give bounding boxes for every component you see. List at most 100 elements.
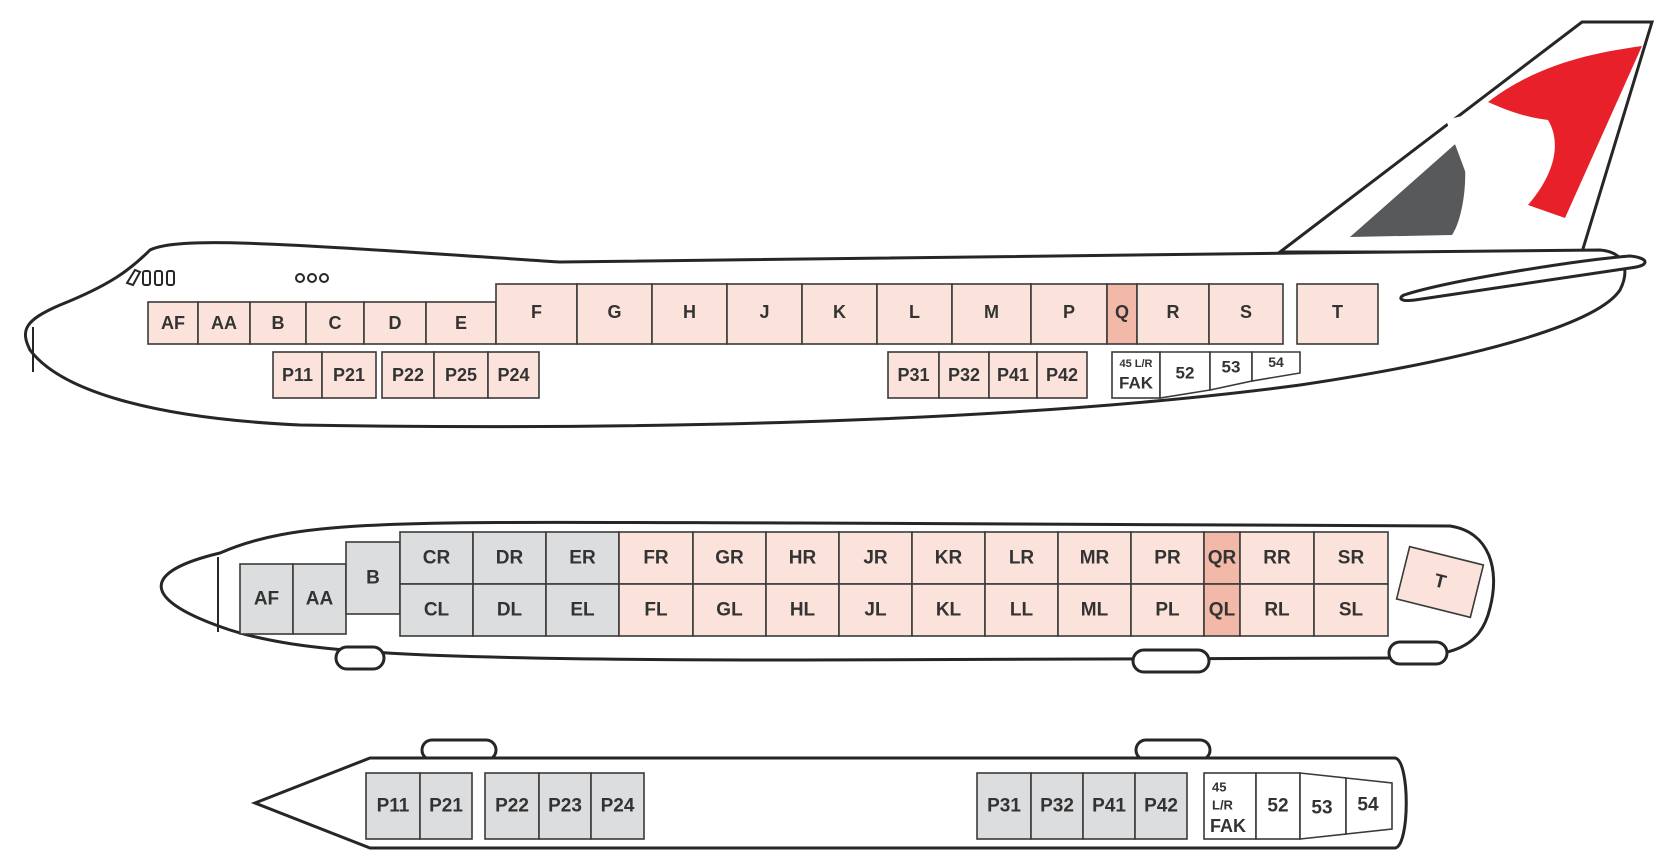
plan-position-KR-label: KR <box>935 548 963 569</box>
plan-position-ER-label: ER <box>569 548 596 569</box>
side-position-AF-label: AF <box>161 313 185 333</box>
upper-deck-windows <box>295 273 329 283</box>
side-position-AF <box>147 301 199 345</box>
side-lower-P32-label: P32 <box>948 365 980 385</box>
side-lower-P24-label: P24 <box>497 365 529 385</box>
plan-position-QL-label: QL <box>1209 600 1236 621</box>
lower-position-P31-label: P31 <box>987 796 1021 817</box>
lower-bulk-area: 45 L/R FAK 52 53 54 <box>1203 772 1393 840</box>
side-position-G-label: G <box>607 302 621 322</box>
side-lower-P22-label: P22 <box>392 365 424 385</box>
side-position-H-label: H <box>683 302 696 322</box>
lower-position-P41 <box>1082 772 1136 840</box>
plan-position-DR-label: DR <box>496 548 524 569</box>
tail-logo-red <box>1488 46 1642 218</box>
plan-position-DL <box>472 583 547 637</box>
main-door-aft <box>1387 640 1449 666</box>
plan-position-RL <box>1239 583 1315 637</box>
plan-position-KL-label: KL <box>936 600 962 621</box>
plan-position-RR-label: RR <box>1263 548 1291 569</box>
position-T-plan-label: T <box>1432 570 1449 593</box>
lower-position-P31 <box>976 772 1032 840</box>
plan-position-RL-label: RL <box>1264 600 1290 621</box>
lower-position-P22-label: P22 <box>495 796 529 817</box>
lower-position-P23-label: P23 <box>548 796 582 817</box>
position-T-plan <box>1395 545 1485 619</box>
bulk-label-52: 52 <box>1176 364 1195 383</box>
plan-position-B <box>345 541 401 615</box>
side-position-J-label: J <box>759 302 769 322</box>
plan-position-AA-label: AA <box>306 589 334 610</box>
plan-position-CL <box>399 583 474 637</box>
lower-position-P11-label: P11 <box>377 796 410 817</box>
side-position-Q <box>1106 283 1138 345</box>
side-position-C <box>305 301 365 345</box>
lower-position-P32-label: P32 <box>1040 796 1074 817</box>
plan-position-AF <box>239 563 294 635</box>
lower-position-P32 <box>1030 772 1084 840</box>
side-lower-P11 <box>272 351 323 399</box>
plan-position-PL-label: PL <box>1155 600 1180 621</box>
lower-bulk-fak-box <box>1203 772 1257 840</box>
plan-position-FR-label: FR <box>643 548 669 569</box>
side-lower-P41-label: P41 <box>997 365 1029 385</box>
plan-position-KR <box>911 531 986 585</box>
plan-position-ML-label: ML <box>1081 600 1109 621</box>
plan-position-KL <box>911 583 986 637</box>
lower-position-P21 <box>419 772 473 840</box>
tail-logo-white-mark <box>1446 115 1542 234</box>
lower-bulk-label-53: 53 <box>1311 798 1332 819</box>
plan-position-FL-label: FL <box>644 600 668 621</box>
plan-position-GR-label: GR <box>715 548 744 569</box>
bulk-lr-label: 45 L/R <box>1119 358 1152 370</box>
lower-position-P41-label: P41 <box>1092 796 1126 817</box>
plan-position-LL-label: LL <box>1010 600 1034 621</box>
plan-position-LR-label: LR <box>1009 548 1035 569</box>
side-position-P-label: P <box>1063 302 1075 322</box>
bulk-label-54: 54 <box>1268 354 1284 370</box>
plan-position-SL-label: SL <box>1339 600 1364 621</box>
main-deck-tail-position: T <box>1395 545 1485 619</box>
tail-logo-grey <box>1350 138 1466 237</box>
main-door-mid <box>1131 648 1211 674</box>
side-position-T <box>1296 283 1379 345</box>
plan-position-CL-label: CL <box>424 600 450 621</box>
plan-position-PR <box>1130 531 1205 585</box>
side-position-S-label: S <box>1240 302 1252 322</box>
side-position-M-label: M <box>984 302 999 322</box>
main-door-fwd <box>334 645 386 671</box>
side-position-J <box>726 283 803 345</box>
lower-bulk-label-52: 52 <box>1267 796 1288 817</box>
plan-position-HR-label: HR <box>789 548 817 569</box>
lower-position-P42-label: P42 <box>1144 796 1178 817</box>
side-position-R-label: R <box>1167 302 1180 322</box>
plan-position-SR-label: SR <box>1338 548 1365 569</box>
lower-bulk-line3: FAK <box>1210 816 1246 836</box>
side-lower-P21 <box>321 351 377 399</box>
side-lower-P22 <box>381 351 435 399</box>
plan-position-ML <box>1057 583 1132 637</box>
plan-position-PR-label: PR <box>1154 548 1181 569</box>
plan-position-GR <box>692 531 767 585</box>
side-lower-P25-label: P25 <box>445 365 477 385</box>
lower-bulk-line2: L/R <box>1212 798 1234 813</box>
side-position-E-label: E <box>455 313 467 333</box>
lower-position-P11 <box>365 772 421 840</box>
plan-position-DR <box>472 531 547 585</box>
plan-position-EL-label: EL <box>570 600 595 621</box>
plan-position-AF-label: AF <box>254 589 279 610</box>
plan-position-SR <box>1313 531 1389 585</box>
lower-bulk-54 <box>1345 777 1393 835</box>
plan-position-QR-label: QR <box>1208 548 1237 569</box>
side-position-L-label: L <box>909 302 920 322</box>
side-position-M <box>951 283 1032 345</box>
plan-position-CR-label: CR <box>423 548 451 569</box>
side-bulk-area: 45 L/R FAK 52 53 54 <box>1111 351 1301 399</box>
side-position-B-label: B <box>272 313 285 333</box>
